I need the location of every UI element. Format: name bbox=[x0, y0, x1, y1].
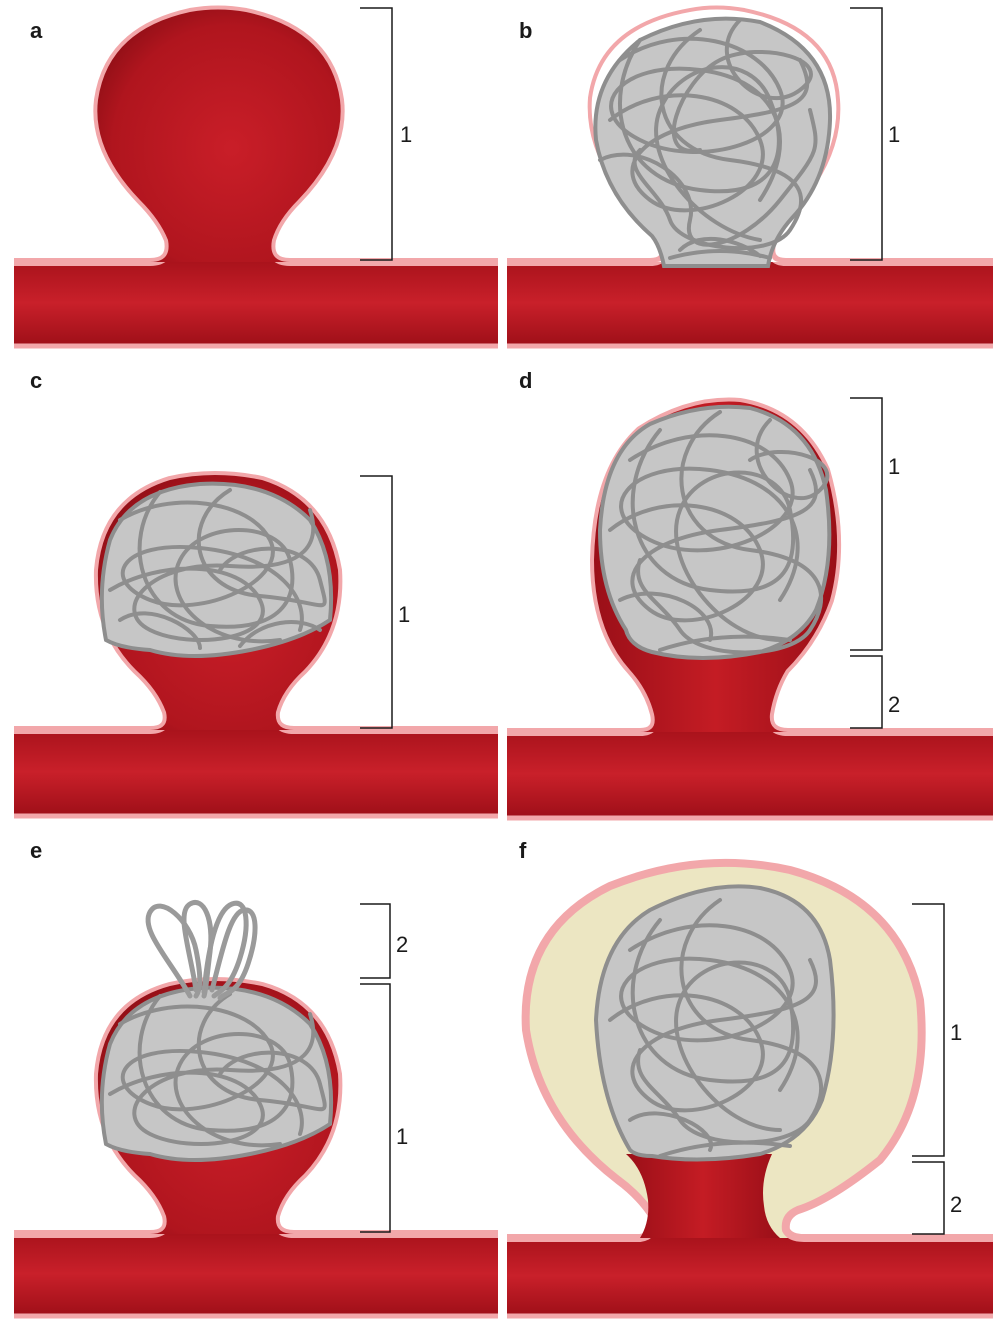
panel-letter-a: a bbox=[30, 18, 43, 43]
bracket-label-1: 1 bbox=[888, 122, 900, 147]
aneurysm-neck bbox=[626, 1154, 780, 1238]
panel-letter-c: c bbox=[30, 368, 42, 393]
bracket-label-1: 1 bbox=[950, 1020, 962, 1045]
coil-mass bbox=[102, 484, 331, 656]
bracket-2 bbox=[360, 904, 390, 978]
panel-b: b 1 bbox=[507, 8, 993, 346]
panel-e: e 2 1 bbox=[14, 838, 498, 1316]
panel-gap bbox=[499, 255, 507, 350]
parent-vessel bbox=[507, 730, 993, 818]
panel-gap bbox=[499, 1226, 507, 1319]
bracket-label-1: 1 bbox=[400, 122, 412, 147]
bracket-label-2: 2 bbox=[396, 932, 408, 957]
panel-letter-f: f bbox=[519, 838, 527, 863]
panel-gap bbox=[499, 724, 507, 820]
bracket-label-2: 2 bbox=[950, 1192, 962, 1217]
coil-mass bbox=[102, 902, 331, 1160]
parent-vessel bbox=[14, 1232, 498, 1316]
coil-mass bbox=[595, 19, 830, 266]
bracket-2 bbox=[850, 656, 882, 728]
panel-f: f 1 2 bbox=[507, 838, 993, 1316]
bracket-label-1: 1 bbox=[888, 454, 900, 479]
bracket-1 bbox=[360, 476, 392, 728]
bracket-2 bbox=[912, 1162, 944, 1234]
bracket-label-1: 1 bbox=[396, 1124, 408, 1149]
parent-vessel bbox=[507, 1236, 993, 1316]
coil-mass bbox=[596, 886, 834, 1159]
panel-letter-d: d bbox=[519, 368, 532, 393]
bracket-1 bbox=[850, 398, 882, 650]
parent-vessel bbox=[14, 728, 498, 816]
panel-d: d 1 2 bbox=[507, 368, 993, 818]
bracket-1 bbox=[850, 8, 882, 260]
bracket-1 bbox=[360, 984, 390, 1232]
parent-vessel bbox=[507, 260, 993, 346]
coil-mass bbox=[600, 407, 829, 658]
panel-a: a 1 bbox=[14, 8, 498, 346]
panel-c: c 1 bbox=[14, 368, 498, 816]
panel-letter-e: e bbox=[30, 838, 42, 863]
bracket-1 bbox=[360, 8, 392, 260]
bracket-label-1: 1 bbox=[398, 602, 410, 627]
panel-letter-b: b bbox=[519, 18, 532, 43]
bracket-label-2: 2 bbox=[888, 692, 900, 717]
aneurysm-sac bbox=[97, 10, 340, 263]
parent-vessel bbox=[14, 260, 498, 346]
